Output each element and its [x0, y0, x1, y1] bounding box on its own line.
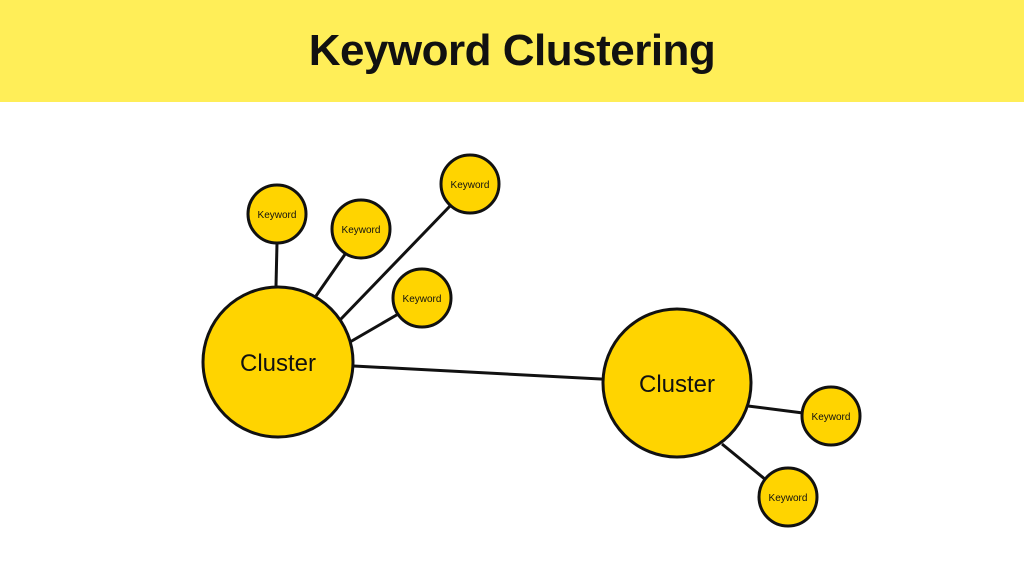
edge-cluster2-keyword6: [721, 442, 767, 482]
keyword-circle: [391, 267, 453, 329]
edge-cluster1-keyword4: [349, 311, 401, 344]
edge-cluster1-keyword1: [274, 242, 279, 287]
keyword-circle: [330, 198, 392, 260]
cluster-node: Cluster: [601, 307, 753, 459]
keyword-label: Keyword: [403, 294, 442, 305]
keyword-label: Keyword: [812, 412, 851, 423]
cluster-label: Cluster: [639, 371, 715, 398]
cluster-label: Cluster: [240, 350, 316, 377]
keyword-circle: [800, 385, 862, 447]
keyword-node: Keyword: [246, 183, 308, 245]
page-title: Keyword Clustering: [308, 26, 716, 75]
keyword-node: Keyword: [439, 153, 501, 215]
cluster-circle: [201, 285, 355, 439]
title-banner: Keyword Clustering: [0, 0, 1024, 102]
keyword-label: Keyword: [451, 180, 490, 191]
cluster-node: Cluster: [201, 285, 355, 439]
keyword-circle: [246, 183, 308, 245]
keyword-node: Keyword: [800, 385, 862, 447]
keyword-circle: [757, 466, 819, 528]
cluster-circle: [601, 307, 753, 459]
keyword-node: Keyword: [330, 198, 392, 260]
keyword-node: Keyword: [391, 267, 453, 329]
keyword-label: Keyword: [258, 210, 297, 221]
edge-cluster1-keyword3: [338, 203, 453, 322]
keyword-circle: [439, 153, 501, 215]
keyword-node: Keyword: [757, 466, 819, 528]
keyword-label: Keyword: [769, 493, 808, 504]
keyword-label: Keyword: [342, 225, 381, 236]
edge-cluster1-keyword2: [314, 249, 350, 297]
edge-cluster2-keyword5: [747, 404, 804, 415]
